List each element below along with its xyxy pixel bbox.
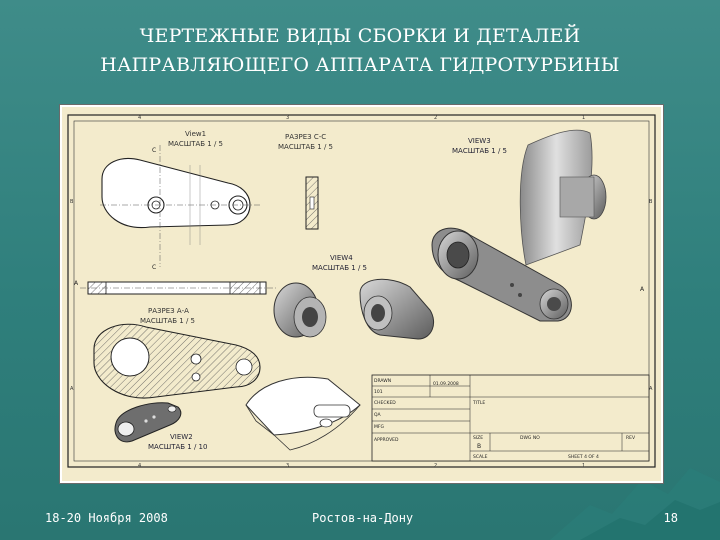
tb-scale-label: SCALE <box>473 454 488 460</box>
zone-label: 2 <box>434 115 437 121</box>
section-marker-a: A <box>74 280 79 287</box>
section-cc-title: РАЗРЕЗ C-C <box>285 133 326 141</box>
view4-title: VIEW4 <box>330 254 353 262</box>
view4-parts-3d <box>273 278 434 340</box>
outer-frame <box>67 114 656 468</box>
title-line-2: НАПРАВЛЯЮЩЕГО АППАРАТА ГИДРОТУРБИНЫ <box>100 54 620 76</box>
view2-scale: МАСШТАБ 1 / 10 <box>148 443 207 451</box>
zone-label: 2 <box>434 463 437 469</box>
section-aa-scale: МАСШТАБ 1 / 5 <box>140 317 195 325</box>
zone-label: 1 <box>582 115 585 121</box>
view4-scale: МАСШТАБ 1 / 5 <box>312 264 367 272</box>
mountain-decoration <box>550 468 720 540</box>
zone-label: A <box>649 386 653 392</box>
section-cc-scale: МАСШТАБ 1 / 5 <box>278 143 333 151</box>
section-aa-shaft <box>80 281 276 295</box>
inner-frame <box>73 120 650 462</box>
title-line-1: ЧЕРТЕЖНЫЕ ВИДЫ СБОРКИ И ДЕТАЛЕЙ <box>139 25 581 47</box>
tb-sheet-label: SHEET 4 OF 4 <box>568 454 599 460</box>
section-marker-a: A <box>640 286 645 293</box>
tb-checked-label: CHECKED <box>374 400 396 406</box>
footer-date: 18-20 Ноября 2008 <box>45 511 168 525</box>
view2-title: VIEW2 <box>170 433 193 441</box>
tb-dwg-label: DWG NO <box>520 435 540 441</box>
tb-qa-label: QA <box>374 412 382 418</box>
tb-approved-label: APPROVED <box>374 437 399 443</box>
blade-wireframe <box>245 376 361 451</box>
tb-date: 01.09.2008 <box>433 381 459 387</box>
view1-scale: МАСШТАБ 1 / 5 <box>168 140 223 148</box>
footer-place: Ростов-на-Дону <box>312 511 414 525</box>
title-block <box>371 374 650 462</box>
zone-label: 1 <box>582 463 585 469</box>
engineering-drawing: 4 3 2 1 4 3 2 1 B A B A View1 МАСШТАБ 1 … <box>60 105 663 483</box>
tb-drawn-value: 101 <box>374 389 383 395</box>
section-marker-c: C <box>152 264 156 271</box>
tb-mfg-label: MFG <box>374 424 384 430</box>
footer-page-number: 18 <box>663 511 678 525</box>
slide-title: ЧЕРТЕЖНЫЕ ВИДЫ СБОРКИ И ДЕТАЛЕЙ НАПРАВЛЯ… <box>0 22 720 80</box>
view3-title: VIEW3 <box>468 137 491 145</box>
zone-label: B <box>649 199 653 205</box>
zone-label: 3 <box>286 115 289 121</box>
view3-scale: МАСШТАБ 1 / 5 <box>452 147 507 155</box>
drawing-sheet: 4 3 2 1 4 3 2 1 B A B A View1 МАСШТАБ 1 … <box>62 107 661 481</box>
view1-title: View1 <box>185 130 206 138</box>
section-marker-c: C <box>152 147 156 154</box>
tb-size-label: SIZE <box>473 435 483 441</box>
view1-lever-outline <box>100 145 260 267</box>
tb-drawn-label: DRAWN <box>374 378 391 384</box>
tb-rev-label: REV <box>626 435 636 441</box>
section-aa-title: РАЗРЕЗ А-А <box>148 307 189 315</box>
zone-label: 3 <box>286 463 289 469</box>
zone-label: 4 <box>138 463 141 469</box>
section-cc-drawing <box>305 176 319 230</box>
section-aa-lever <box>93 323 261 399</box>
zone-label: A <box>70 386 74 392</box>
zone-label: 4 <box>138 115 141 121</box>
view3-assembly-3d <box>431 129 607 322</box>
view2-lever-3d <box>114 402 182 443</box>
tb-size-value: B <box>477 443 481 450</box>
zone-label: B <box>70 199 74 205</box>
tb-title-label: TITLE <box>472 400 485 406</box>
